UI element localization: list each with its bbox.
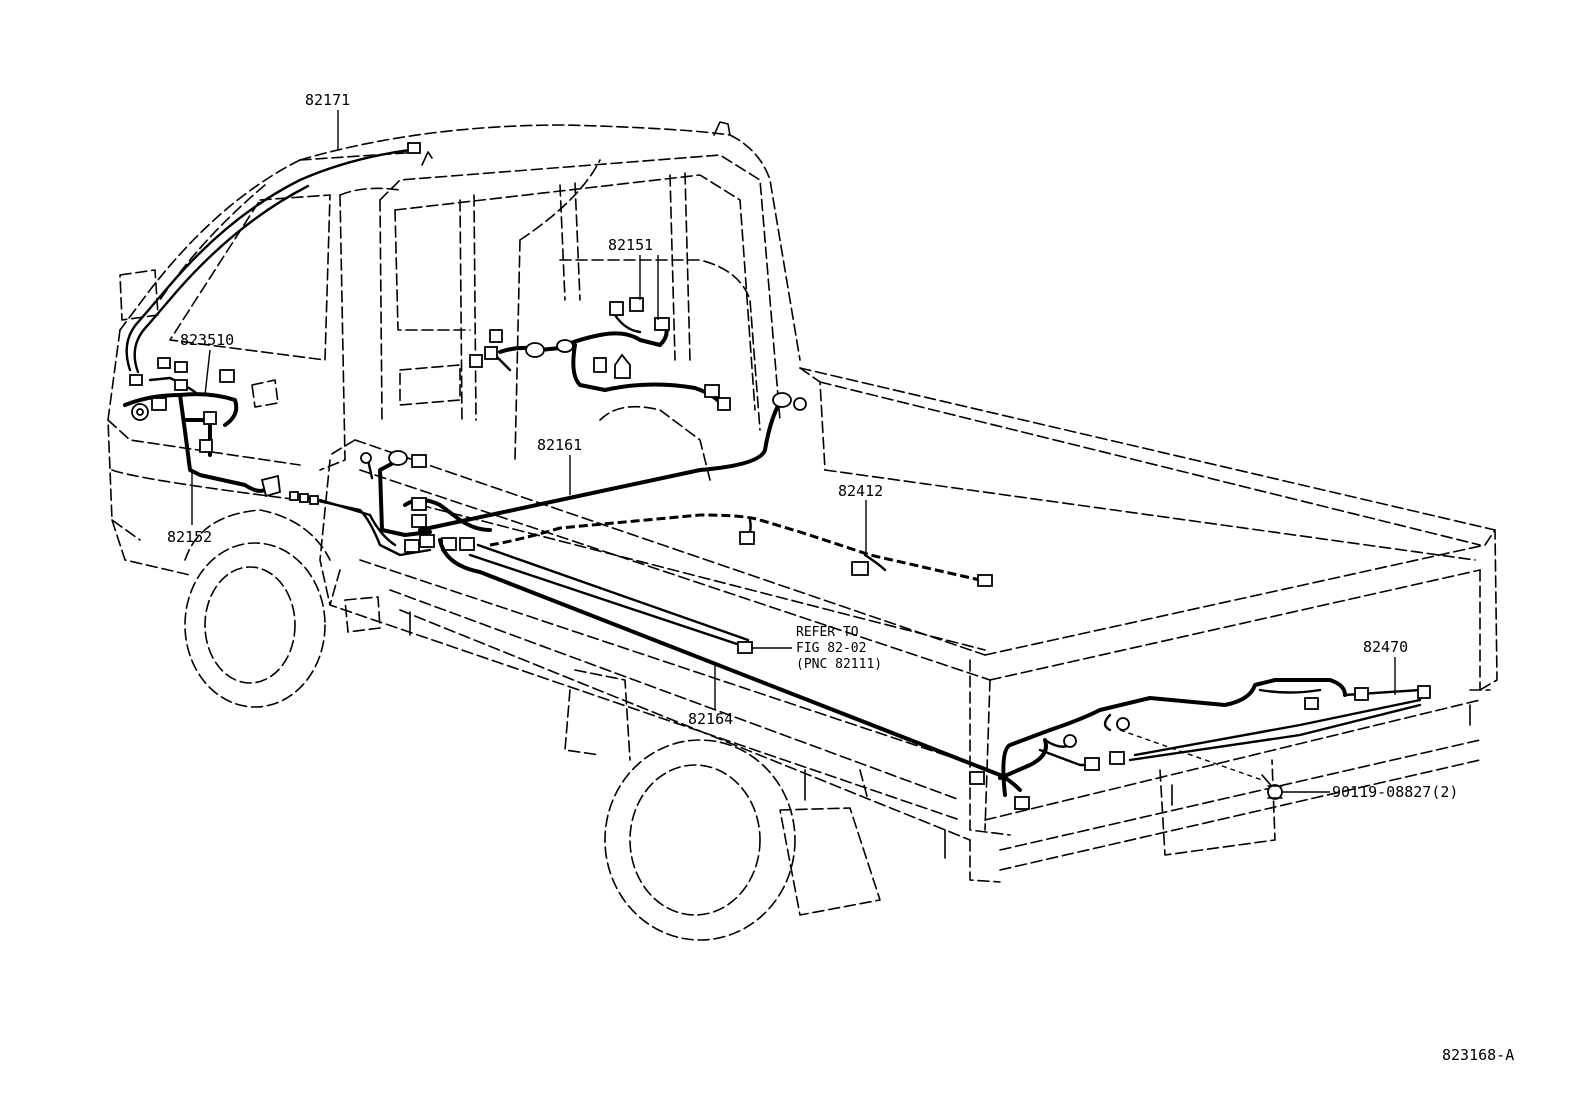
label-823510: 823510	[180, 331, 234, 349]
rear-wheel	[564, 669, 881, 941]
front-wheel	[184, 509, 331, 708]
label-82412: 82412	[838, 482, 883, 500]
cab-outline	[107, 121, 801, 633]
bolt-90119-08827	[1119, 729, 1283, 800]
harness-82152	[123, 357, 281, 498]
harness-82171	[125, 142, 421, 374]
label-82470: 82470	[1363, 638, 1408, 656]
harness-82470	[969, 678, 1431, 810]
label-82171: 82171	[305, 91, 350, 109]
reference-note-line3: (PNC 82111)	[796, 657, 882, 672]
harness-junction	[289, 491, 492, 557]
figure-code: 823168-A	[1442, 1046, 1514, 1064]
part-labels: 82171 82151 823510 82161 82412 82152 821…	[167, 91, 1514, 1064]
cargo-bed-outline	[329, 367, 1498, 883]
label-82161: 82161	[537, 436, 582, 454]
leader-lines	[191, 110, 1396, 793]
label-82164: 82164	[688, 710, 733, 728]
reference-note-line1: REFER TO	[796, 625, 859, 640]
harness-82161	[360, 392, 807, 537]
harness-82164	[438, 538, 1022, 792]
label-82152: 82152	[167, 528, 212, 546]
reference-note-line2: FIG 82-02	[796, 641, 866, 656]
harness-82412	[489, 513, 993, 587]
harness-82151	[469, 297, 731, 411]
label-90119-08827: 90119-08827(2)	[1332, 783, 1458, 801]
label-82151: 82151	[608, 236, 653, 254]
